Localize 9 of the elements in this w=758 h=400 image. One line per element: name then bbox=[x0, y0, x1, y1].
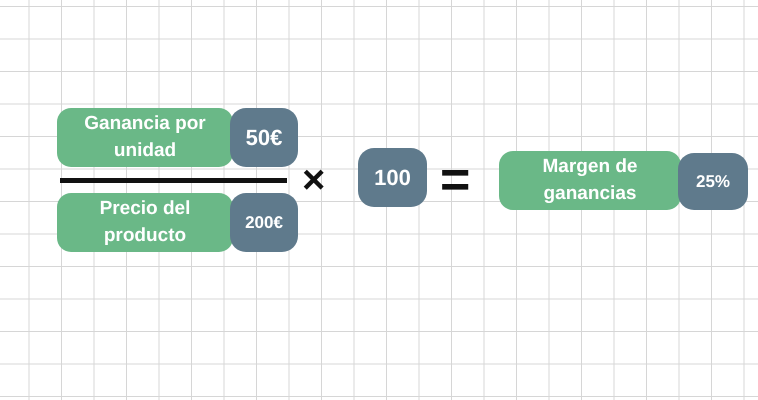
equals-sign: = bbox=[440, 154, 470, 206]
value-box: 50€ bbox=[230, 108, 298, 167]
term-box: Precio del producto bbox=[57, 193, 233, 252]
value-box: 100 bbox=[358, 148, 427, 207]
multiply-sign: × bbox=[302, 160, 326, 200]
term-box: Margen de ganancias bbox=[499, 151, 681, 210]
value-box: 200€ bbox=[230, 193, 298, 252]
term-box: Ganancia por unidad bbox=[57, 108, 233, 167]
value-box: 25% bbox=[678, 153, 748, 210]
